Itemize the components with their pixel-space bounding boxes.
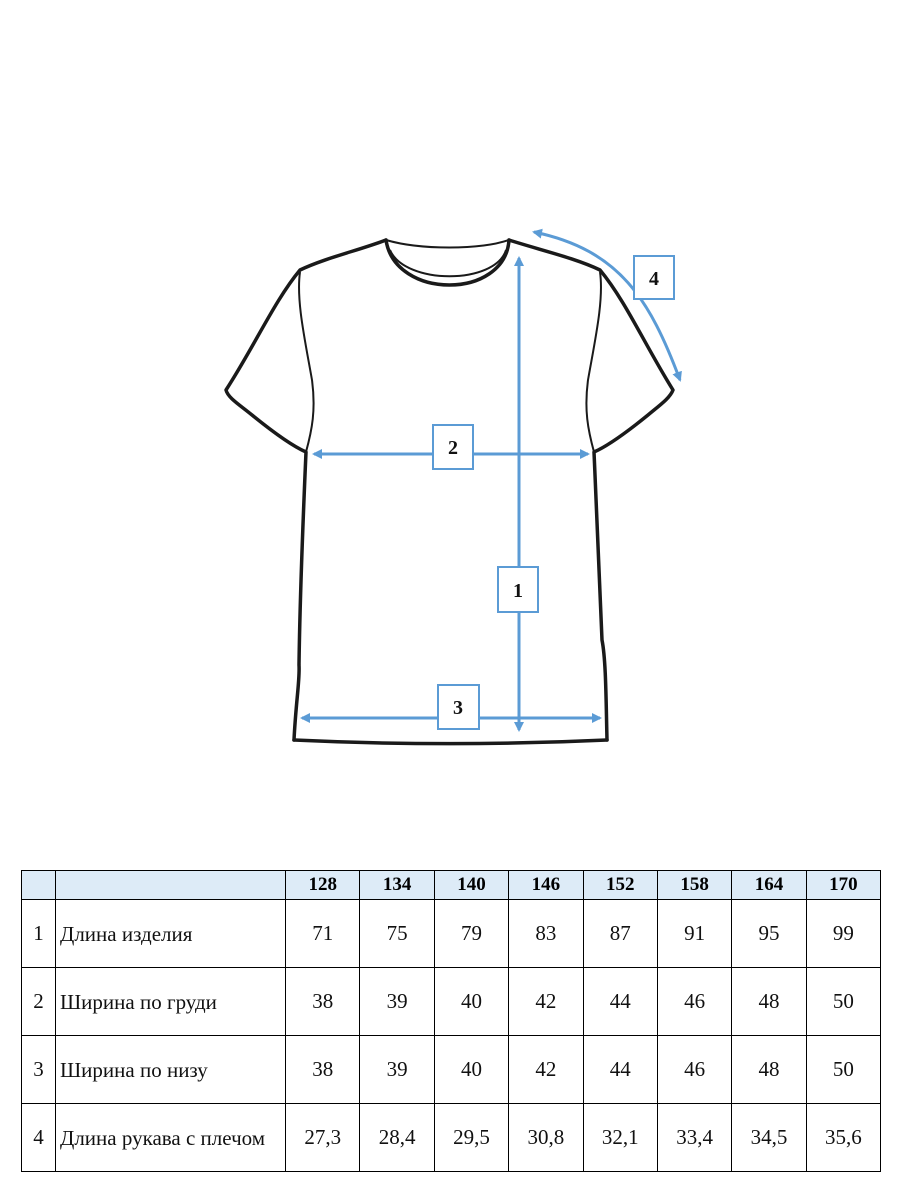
value-cell: 30,8: [508, 1103, 584, 1172]
size-164: 164: [731, 870, 807, 900]
label-4-text: 4: [649, 268, 659, 290]
value-cell: 99: [805, 899, 882, 968]
value-cell: 87: [582, 899, 658, 968]
table-row: 4 Длина рукава с плечом 27,3 28,4 29,5 3…: [21, 1103, 882, 1172]
row-number: 3: [21, 1035, 56, 1104]
header-name-cell: [55, 870, 286, 900]
label-1: 1: [497, 566, 539, 613]
label-1-text: 1: [513, 580, 523, 602]
value-cell: 44: [582, 1035, 658, 1104]
value-cell: 75: [359, 899, 435, 968]
row-measure-name: Длина рукава с плечом: [55, 1103, 286, 1172]
size-146: 146: [508, 870, 584, 900]
value-cell: 42: [508, 1035, 584, 1104]
value-cell: 91: [656, 899, 733, 968]
value-cell: 48: [731, 967, 807, 1036]
value-cell: 39: [359, 967, 435, 1036]
label-3: 3: [437, 684, 480, 730]
value-cell: 83: [508, 899, 584, 968]
row-number: 2: [21, 967, 56, 1036]
value-cell: 34,5: [731, 1103, 807, 1172]
size-table: 128 134 140 146 152 158 164 170 1 Длина …: [21, 870, 882, 1172]
value-cell: 39: [359, 1035, 435, 1104]
row-number: 1: [21, 899, 56, 968]
size-134: 134: [359, 870, 435, 900]
sleeve-arrow: [532, 228, 682, 382]
size-152: 152: [582, 870, 658, 900]
value-cell: 40: [433, 967, 510, 1036]
header-num-cell: [21, 870, 56, 900]
value-cell: 28,4: [359, 1103, 435, 1172]
value-cell: 95: [731, 899, 807, 968]
table-row: 1 Длина изделия 71 75 79 83 87 91 95 99: [21, 899, 882, 968]
row-measure-name: Ширина по груди: [55, 967, 286, 1036]
table-row: 2 Ширина по груди 38 39 40 42 44 46 48 5…: [21, 967, 882, 1036]
value-cell: 79: [433, 899, 510, 968]
value-cell: 29,5: [433, 1103, 510, 1172]
value-cell: 46: [656, 967, 733, 1036]
row-measure-name: Длина изделия: [55, 899, 286, 968]
label-2-text: 2: [448, 437, 458, 459]
value-cell: 38: [284, 967, 361, 1036]
size-128: 128: [284, 870, 361, 900]
value-cell: 48: [731, 1035, 807, 1104]
value-cell: 50: [805, 1035, 882, 1104]
size-140: 140: [433, 870, 510, 900]
value-cell: 27,3: [284, 1103, 361, 1172]
label-2: 2: [432, 424, 474, 470]
value-cell: 40: [433, 1035, 510, 1104]
value-cell: 33,4: [656, 1103, 733, 1172]
label-3-text: 3: [453, 697, 463, 719]
size-header-row: 128 134 140 146 152 158 164 170: [21, 870, 882, 900]
value-cell: 32,1: [582, 1103, 658, 1172]
row-measure-name: Ширина по низу: [55, 1035, 286, 1104]
row-number: 4: [21, 1103, 56, 1172]
value-cell: 46: [656, 1035, 733, 1104]
label-4: 4: [633, 255, 675, 300]
value-cell: 44: [582, 967, 658, 1036]
size-158: 158: [656, 870, 733, 900]
value-cell: 71: [284, 899, 361, 968]
tshirt-diagram: 1 2 3 4: [224, 228, 682, 746]
value-cell: 50: [805, 967, 882, 1036]
value-cell: 42: [508, 967, 584, 1036]
value-cell: 35,6: [805, 1103, 882, 1172]
size-170: 170: [805, 870, 882, 900]
value-cell: 38: [284, 1035, 361, 1104]
table-row: 3 Ширина по низу 38 39 40 42 44 46 48 50: [21, 1035, 882, 1104]
tshirt-outline: [224, 238, 675, 746]
